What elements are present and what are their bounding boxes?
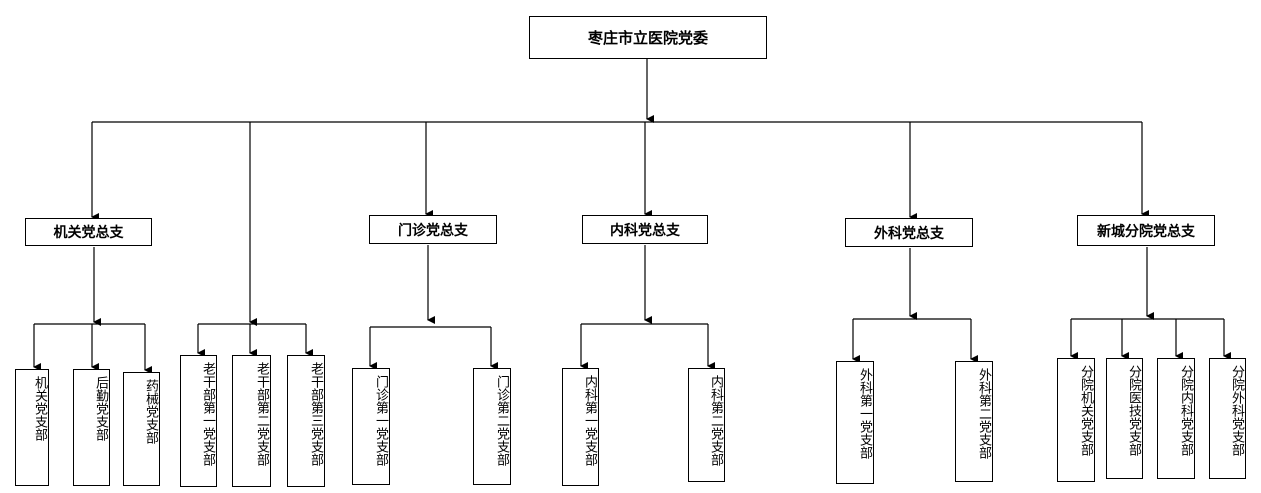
leaf-laoganbu-2: 老干部第二党支部 xyxy=(232,355,271,487)
branch-neike: 内科党总支 xyxy=(582,215,708,244)
leaf-neike-1-label: 内科第一党支部 xyxy=(582,375,597,466)
leaf-menzhen-1-label: 门诊第一党支部 xyxy=(373,375,388,466)
leaf-laoganbu-1: 老干部第一党支部 xyxy=(180,355,217,487)
branch-menzhen-label: 门诊党总支 xyxy=(398,222,468,239)
leaf-waike-2: 外科第二党支部 xyxy=(955,361,993,482)
leaf-jiguan-2-label: 后勤党支部 xyxy=(93,376,108,441)
leaf-waike-1-label: 外科第一党支部 xyxy=(857,368,872,459)
leaf-xincheng-1-label: 分院机关党支部 xyxy=(1078,365,1093,456)
leaf-xincheng-1: 分院机关党支部 xyxy=(1057,358,1095,482)
leaf-waike-2-label: 外科第二党支部 xyxy=(976,368,991,459)
branch-menzhen: 门诊党总支 xyxy=(369,215,497,244)
leaf-xincheng-3: 分院内科党支部 xyxy=(1157,358,1195,479)
leaf-laoganbu-2-label: 老干部第二党支部 xyxy=(254,362,269,466)
leaf-jiguan-3: 药械党支部 xyxy=(123,372,160,486)
branch-jiguan: 机关党总支 xyxy=(25,218,152,246)
leaf-jiguan-1: 机关党支部 xyxy=(15,369,49,486)
branch-jiguan-label: 机关党总支 xyxy=(53,225,124,241)
leaf-laoganbu-3-label: 老干部第三党支部 xyxy=(308,362,323,466)
leaf-xincheng-4-label: 分院外科党支部 xyxy=(1229,365,1244,456)
leaf-xincheng-2: 分院医技党支部 xyxy=(1106,358,1143,479)
leaf-laoganbu-3: 老干部第三党支部 xyxy=(287,355,325,487)
leaf-jiguan-3-label: 药械党支部 xyxy=(143,379,158,444)
leaf-neike-2-label: 内科第二党支部 xyxy=(708,375,723,466)
leaf-xincheng-2-label: 分院医技党支部 xyxy=(1126,365,1141,456)
leaf-neike-1: 内科第一党支部 xyxy=(562,368,599,486)
branch-xincheng: 新城分院党总支 xyxy=(1077,215,1215,246)
leaf-menzhen-2: 门诊第二党支部 xyxy=(473,368,511,485)
branch-neike-label: 内科党总支 xyxy=(610,222,680,239)
branch-xincheng-label: 新城分院党总支 xyxy=(1097,223,1195,240)
branch-waike: 外科党总支 xyxy=(845,218,973,247)
root-node: 枣庄市立医院党委 xyxy=(529,16,767,59)
leaf-xincheng-3-label: 分院内科党支部 xyxy=(1178,365,1193,456)
leaf-laoganbu-1-label: 老干部第一党支部 xyxy=(200,362,215,466)
leaf-jiguan-1-label: 机关党支部 xyxy=(32,376,47,441)
leaf-xincheng-4: 分院外科党支部 xyxy=(1209,358,1246,479)
leaf-menzhen-2-label: 门诊第二党支部 xyxy=(494,375,509,466)
branch-waike-label: 外科党总支 xyxy=(874,225,944,242)
leaf-waike-1: 外科第一党支部 xyxy=(836,361,874,484)
leaf-jiguan-2: 后勤党支部 xyxy=(73,369,110,486)
leaf-menzhen-1: 门诊第一党支部 xyxy=(352,368,390,485)
leaf-neike-2: 内科第二党支部 xyxy=(688,368,725,482)
root-label: 枣庄市立医院党委 xyxy=(587,29,708,47)
